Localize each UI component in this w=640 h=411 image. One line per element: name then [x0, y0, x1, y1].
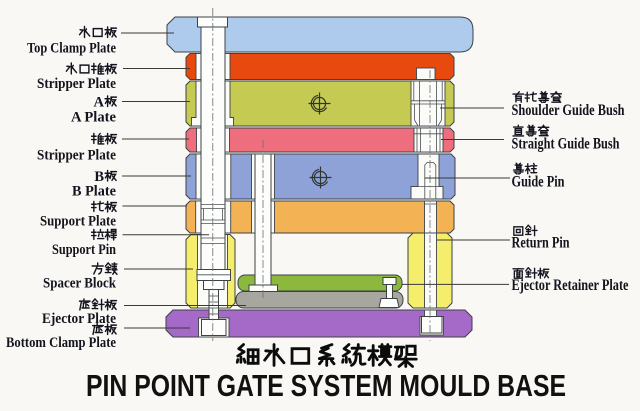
svg-text:A: A	[94, 95, 105, 111]
svg-text:Top Clamp Plate: Top Clamp Plate	[27, 41, 116, 57]
svg-text:Support Plate: Support Plate	[40, 214, 116, 230]
svg-text:Ejector Plate: Ejector Plate	[42, 311, 116, 327]
svg-text:Support Pin: Support Pin	[52, 242, 117, 258]
svg-text:Shoulder Guide Bush: Shoulder Guide Bush	[512, 102, 625, 119]
svg-text:Stripper Plate: Stripper Plate	[37, 76, 116, 92]
svg-text:Ejector Retainer Plate: Ejector Retainer Plate	[512, 277, 629, 294]
svg-text:B Plate: B Plate	[72, 184, 116, 200]
svg-text:B: B	[94, 169, 104, 185]
svg-text:PIN POINT GATE SYSTEM MOULD BA: PIN POINT GATE SYSTEM MOULD BASE	[86, 369, 566, 403]
svg-text:Spacer Block: Spacer Block	[43, 276, 117, 292]
svg-text:Bottom Clamp Plate: Bottom Clamp Plate	[6, 335, 116, 351]
svg-text:Return Pin: Return Pin	[512, 235, 570, 252]
svg-text:Stripper Plate: Stripper Plate	[37, 148, 116, 164]
svg-text:Straight Guide Bush: Straight Guide Bush	[512, 136, 620, 153]
svg-text:Guide Pin: Guide Pin	[512, 174, 565, 191]
svg-text:A Plate: A Plate	[71, 110, 116, 126]
